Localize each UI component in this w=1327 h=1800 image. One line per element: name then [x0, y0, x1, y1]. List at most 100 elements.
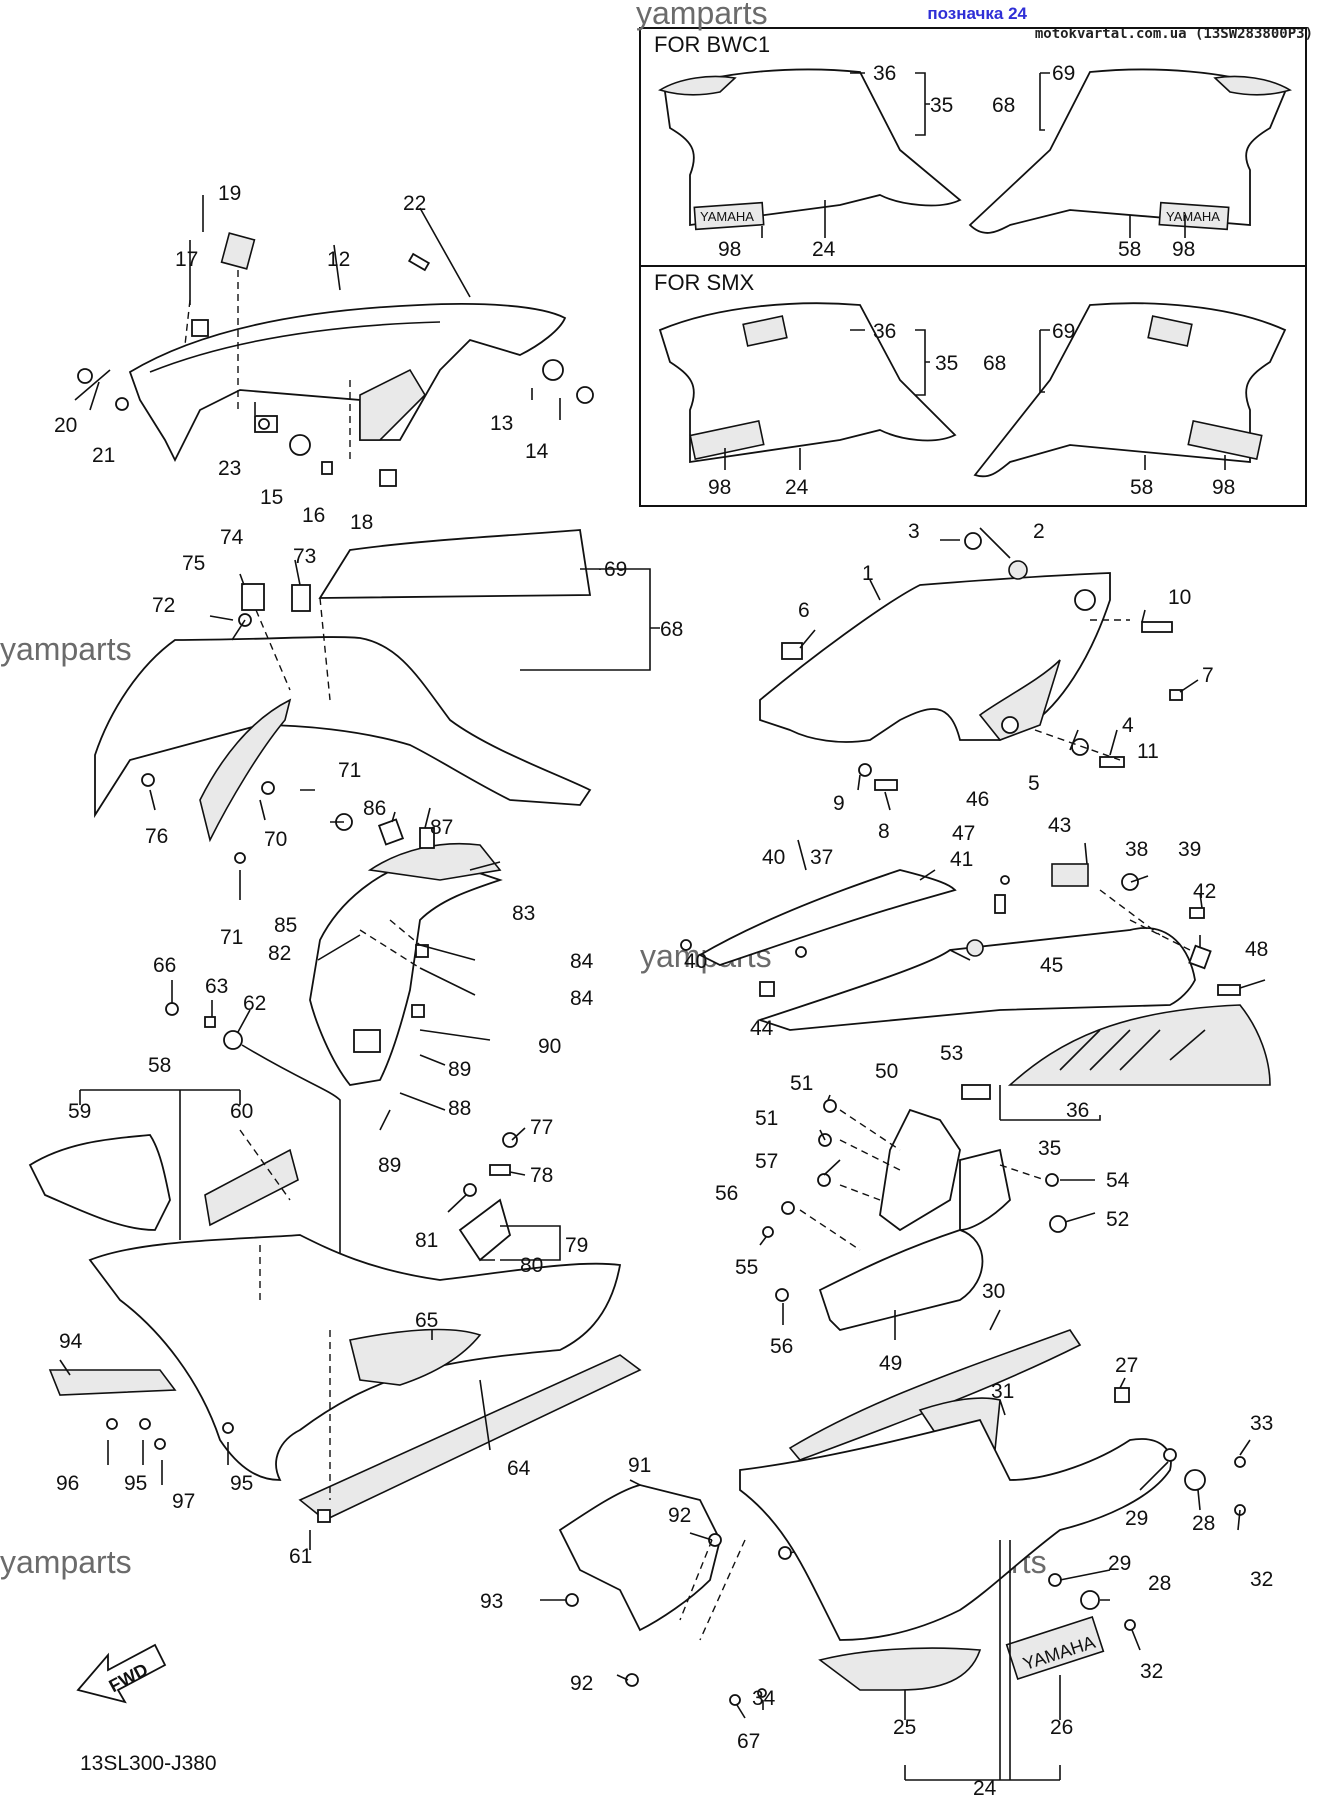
- callout-9: 9: [833, 792, 845, 815]
- callout-24: 24: [973, 1777, 997, 1800]
- callout-26: 26: [1050, 1716, 1073, 1739]
- callout-36: 36: [873, 62, 896, 85]
- callout-49: 49: [879, 1352, 902, 1375]
- bwc1-right-decal: YAMAHA: [1166, 209, 1220, 224]
- callout-53: 53: [940, 1042, 963, 1065]
- callout-76: 76: [145, 825, 168, 848]
- callout-98: 98: [718, 238, 741, 261]
- bwc1-left-decal: YAMAHA: [700, 209, 754, 224]
- callout-72: 72: [152, 594, 175, 617]
- callout-98: 98: [1212, 476, 1235, 499]
- callout-5: 5: [1028, 772, 1040, 795]
- callout-28: 28: [1148, 1572, 1171, 1595]
- callout-79: 79: [565, 1234, 588, 1257]
- callout-3: 3: [908, 520, 920, 543]
- callout-58: 58: [1118, 238, 1141, 261]
- callout-96: 96: [56, 1472, 79, 1495]
- callout-51: 51: [755, 1107, 778, 1130]
- callout-20: 20: [54, 414, 77, 437]
- callout-90: 90: [538, 1035, 561, 1058]
- callout-18: 18: [350, 511, 373, 534]
- callout-73: 73: [293, 545, 316, 568]
- fwd-arrow-icon: FWD: [76, 1643, 167, 1704]
- callout-68: 68: [660, 618, 683, 641]
- callout-27: 27: [1115, 1354, 1138, 1377]
- callout-17: 17: [175, 248, 198, 271]
- callout-71: 71: [220, 926, 243, 949]
- callout-83: 83: [512, 902, 535, 925]
- callout-65: 65: [415, 1309, 438, 1332]
- callout-12: 12: [327, 248, 350, 271]
- callout-61: 61: [289, 1545, 312, 1568]
- callout-15: 15: [260, 486, 283, 509]
- callout-47: 47: [952, 822, 975, 845]
- inner-panel-assembly: [77, 232, 594, 487]
- callout-51: 51: [790, 1072, 813, 1095]
- callout-35: 35: [930, 94, 953, 117]
- callout-33: 33: [1250, 1412, 1273, 1435]
- callout-89: 89: [448, 1058, 471, 1081]
- callout-30: 30: [982, 1280, 1005, 1303]
- callout-35: 35: [935, 352, 958, 375]
- callout-22: 22: [403, 192, 426, 215]
- bwc1-title: FOR BWC1: [654, 32, 770, 57]
- watermark: yamparts: [0, 631, 132, 667]
- callout-97: 97: [172, 1490, 195, 1513]
- callout-29: 29: [1125, 1507, 1148, 1530]
- callout-98: 98: [708, 476, 731, 499]
- callout-69: 69: [604, 558, 627, 581]
- callout-95: 95: [230, 1472, 253, 1495]
- watermark: yamparts: [0, 1544, 132, 1580]
- callout-60: 60: [230, 1100, 253, 1123]
- callout-45: 45: [1040, 954, 1063, 977]
- callout-62: 62: [243, 992, 266, 1015]
- callout-81: 81: [415, 1229, 438, 1252]
- diagram-code: 13SL300-J380: [80, 1752, 217, 1775]
- callout-32: 32: [1250, 1568, 1273, 1591]
- callout-68: 68: [992, 94, 1015, 117]
- callout-64: 64: [507, 1457, 531, 1480]
- callout-91: 91: [628, 1454, 651, 1477]
- callout-24: 24: [785, 476, 809, 499]
- callout-59: 59: [68, 1100, 91, 1123]
- callout-50: 50: [875, 1060, 898, 1083]
- callout-52: 52: [1106, 1208, 1129, 1231]
- callout-44: 44: [750, 1017, 774, 1040]
- callout-92: 92: [570, 1672, 593, 1695]
- callout-69: 69: [1052, 320, 1075, 343]
- callout-85: 85: [274, 914, 297, 937]
- callout-74: 74: [220, 526, 244, 549]
- watermark: yamparts: [636, 0, 768, 31]
- callout-25: 25: [893, 1716, 916, 1739]
- callout-7: 7: [1202, 664, 1214, 687]
- callout-93: 93: [480, 1590, 503, 1613]
- inner-panel-right: [759, 532, 1183, 791]
- callout-13: 13: [490, 412, 513, 435]
- callout-54: 54: [1106, 1169, 1130, 1192]
- callout-35: 35: [1038, 1137, 1061, 1160]
- callout-40: 40: [762, 846, 785, 869]
- callout-48: 48: [1245, 938, 1268, 961]
- callout-88: 88: [448, 1097, 471, 1120]
- callout-71: 71: [338, 759, 361, 782]
- callout-84: 84: [570, 987, 594, 1010]
- callout-46: 46: [966, 788, 989, 811]
- callout-75: 75: [182, 552, 205, 575]
- callout-1: 1: [862, 562, 874, 585]
- callout-68: 68: [983, 352, 1006, 375]
- callout-4: 4: [1122, 714, 1134, 737]
- callout-39: 39: [1178, 838, 1201, 861]
- callout-43: 43: [1048, 814, 1071, 837]
- callout-37: 37: [810, 846, 833, 869]
- smx-title: FOR SMX: [654, 270, 755, 295]
- callout-36: 36: [873, 320, 896, 343]
- callout-28: 28: [1192, 1512, 1215, 1535]
- callout-21: 21: [92, 444, 115, 467]
- callout-58: 58: [1130, 476, 1153, 499]
- callout-98: 98: [1172, 238, 1195, 261]
- callout-14: 14: [525, 440, 549, 463]
- callout-41: 41: [950, 848, 973, 871]
- reference-link[interactable]: позначка 24: [927, 4, 1027, 23]
- callout-56: 56: [770, 1335, 793, 1358]
- callout-10: 10: [1168, 586, 1191, 609]
